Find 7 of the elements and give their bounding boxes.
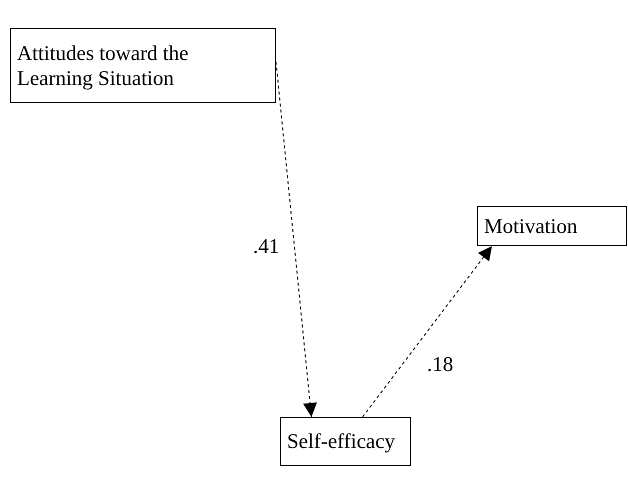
variable-name: Self-efficacy bbox=[287, 429, 396, 454]
variable-box bbox=[477, 206, 627, 246]
dashed-arrow bbox=[362, 246, 492, 418]
variable-box bbox=[280, 417, 411, 466]
variable-box bbox=[10, 28, 276, 103]
variable-name: Motivation bbox=[484, 214, 578, 238]
variable-name: Attitudes toward the Learning Situation bbox=[17, 40, 190, 90]
